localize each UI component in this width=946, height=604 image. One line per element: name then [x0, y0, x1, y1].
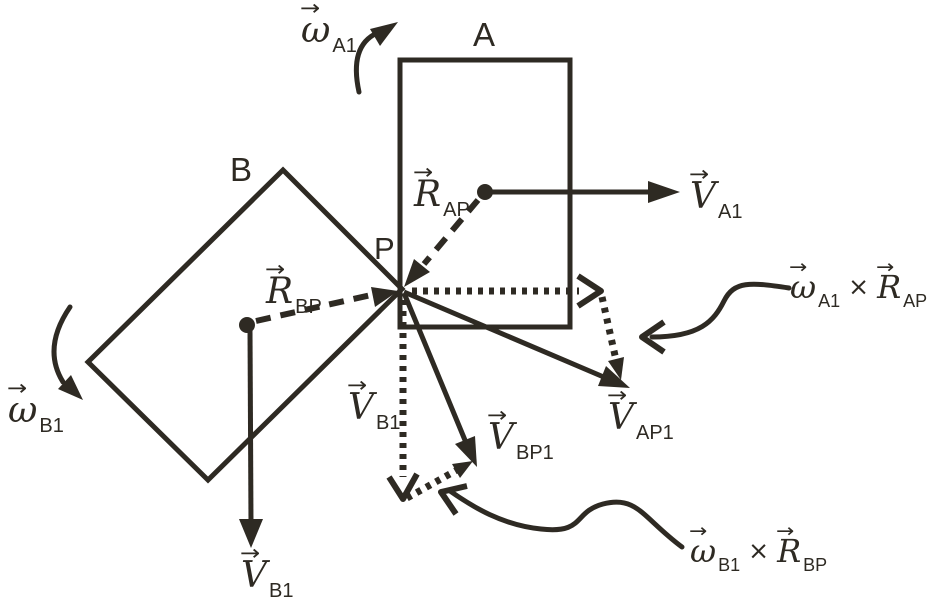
- cross-a-omega-subscript: A1: [818, 291, 841, 311]
- vector-overarrow-icon: →: [789, 256, 808, 278]
- cross-b-omega-symbol: ω: [690, 532, 717, 570]
- body-b-label: B: [230, 151, 253, 188]
- cross-b-omega-subscript: B1: [718, 555, 741, 575]
- cross-a-omega-symbol: ω: [790, 268, 817, 306]
- cross-a-r-symbol: R: [877, 268, 902, 306]
- vector-overarrow-icon: →: [7, 376, 28, 400]
- dotted-omega-a1-cross-r-ap: [598, 296, 624, 380]
- r-ap-symbol: R: [414, 174, 442, 215]
- vector-v-a1-arrow: [485, 181, 680, 203]
- v-a1-symbol: V: [690, 176, 716, 217]
- point-p-label: P: [374, 231, 395, 266]
- cross-b-r-symbol: R: [777, 532, 802, 570]
- v-ap1-subscript: AP1: [636, 422, 674, 444]
- v-b1-symbol: V: [348, 387, 374, 428]
- leader-cross-b: [438, 483, 685, 550]
- r-bp-symbol: R: [266, 271, 294, 312]
- omega-a1-subscript: A1: [332, 35, 357, 57]
- vector-r-bp-arrow: [255, 287, 398, 324]
- omega-b1-rotation-arrow: [51, 304, 83, 400]
- vector-overarrow-icon: →: [413, 160, 434, 184]
- v-a1-subscript: A1: [718, 201, 743, 223]
- v-b1-subscript: B1: [269, 580, 294, 602]
- cross-product-operator: ×: [748, 536, 770, 565]
- dotted-omega-b1-cross-r-bp: [405, 461, 473, 502]
- v-bp1-symbol: V: [488, 417, 514, 458]
- dotted-v-b1-translated: [386, 300, 420, 502]
- vector-overarrow-icon: →: [300, 0, 321, 20]
- body-a-label: A: [473, 16, 496, 53]
- omega-a1-rotation-arrow: [353, 22, 398, 95]
- v-b1-subscript: B1: [376, 412, 401, 434]
- r-bp-subscript: BP: [295, 296, 322, 318]
- vector-overarrow-icon: →: [776, 520, 795, 542]
- r-ap-subscript: AP: [443, 199, 470, 221]
- v-bp1-subscript: BP1: [516, 442, 554, 464]
- vector-overarrow-icon: →: [689, 520, 708, 542]
- dotted-v-a1-translated: [412, 273, 604, 309]
- cross-product-operator: ×: [848, 272, 870, 301]
- cross-a-r-subscript: AP: [903, 291, 928, 311]
- vector-overarrow-icon: →: [240, 541, 261, 565]
- cross-b-r-subscript: BP: [803, 555, 828, 575]
- vector-r-ap-arrow: [404, 198, 481, 287]
- v-b1-symbol: V: [241, 555, 267, 596]
- body-b-outline: [84, 166, 406, 484]
- omega-b1-symbol: ω: [8, 390, 38, 431]
- omega-b1-subscript: B1: [39, 415, 64, 437]
- leader-cross-a: [639, 281, 792, 355]
- point-b-marker: [239, 317, 255, 333]
- v-ap1-symbol: V: [608, 397, 634, 438]
- vector-overarrow-icon: →: [265, 257, 286, 281]
- vector-v-b1-arrow: [239, 329, 263, 548]
- vector-overarrow-icon: →: [876, 256, 895, 278]
- vector-overarrow-icon: →: [347, 373, 368, 397]
- vector-overarrow-icon: →: [607, 383, 628, 407]
- omega-a1-symbol: ω: [301, 10, 331, 51]
- vector-overarrow-icon: →: [487, 403, 508, 427]
- vector-v-ap1-arrow: [403, 289, 630, 388]
- vector-v-bp1-arrow: [401, 292, 477, 467]
- vector-overarrow-icon: →: [689, 162, 710, 186]
